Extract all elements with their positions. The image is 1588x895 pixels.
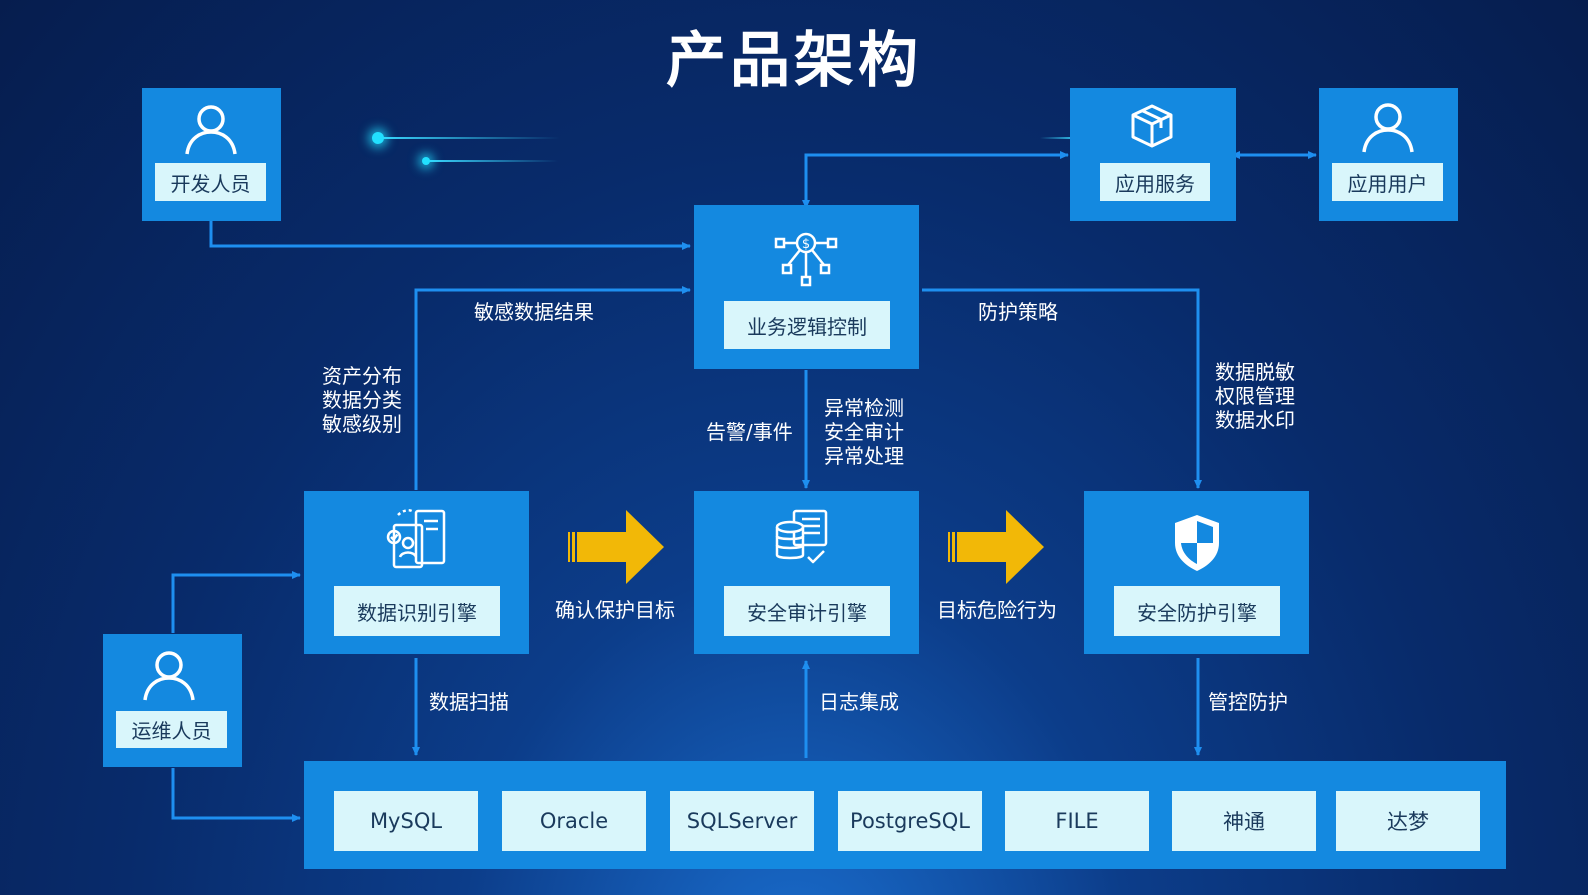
- arrow-right-icon: [948, 510, 1044, 584]
- edge-label-control-protect: 管控防护: [1208, 690, 1288, 714]
- app-user-box: 应用用户: [1319, 88, 1458, 221]
- edge-label-log-integration: 日志集成: [819, 690, 899, 714]
- edge-label-asset-line-1: 资产分布: [322, 364, 402, 388]
- shield-icon: [1175, 515, 1219, 571]
- document-scan-icon: [386, 508, 446, 569]
- db-oracle: Oracle: [502, 791, 646, 851]
- user-icon: [143, 651, 195, 701]
- edge-label-data-scan: 数据扫描: [429, 690, 509, 714]
- data-recognition-box: 数据识别引擎: [304, 491, 529, 654]
- user-icon: [1362, 103, 1414, 153]
- db-postgresql: PostgreSQL: [838, 791, 982, 851]
- security-audit-box: 安全审计引擎: [694, 491, 919, 654]
- page-title: 产品架构: [666, 26, 922, 96]
- edge-label-protection-policy: 防护策略: [978, 300, 1058, 324]
- database-check-icon: [775, 509, 828, 564]
- edge-developer-to-logic: [209, 221, 691, 250]
- edge-ops-to-recognition: [171, 571, 301, 633]
- database-panel: MySQL Oracle SQLServer PostgreSQL FILE 神…: [304, 761, 1506, 869]
- app-service-label: 应用服务: [1100, 163, 1210, 201]
- decorative-glow-line-3: [1040, 137, 1080, 139]
- db-mysql: MySQL: [334, 791, 478, 851]
- business-logic-label: 业务逻辑控制: [724, 301, 890, 349]
- security-protection-box: 安全防护引擎: [1084, 491, 1309, 654]
- svg-text:$: $: [802, 237, 810, 252]
- security-audit-label: 安全审计引擎: [724, 586, 890, 636]
- developer-label: 开发人员: [155, 163, 266, 201]
- db-shentong: 神通: [1172, 791, 1316, 851]
- edge-label-confirm-target: 确认保护目标: [555, 598, 675, 622]
- user-icon: [185, 105, 237, 155]
- db-dameng: 达梦: [1336, 791, 1480, 851]
- ops-label: 运维人员: [116, 711, 227, 748]
- business-logic-box: $ 业务逻辑控制: [694, 205, 919, 369]
- edge-label-audit-line-1: 异常检测: [824, 396, 904, 420]
- cube-icon: [1131, 104, 1173, 148]
- network-dollar-icon: $: [774, 232, 838, 287]
- developer-box: 开发人员: [142, 88, 281, 221]
- decorative-glow-line-1: [380, 137, 560, 139]
- edge-label-audit-line-3: 异常处理: [824, 444, 904, 468]
- edge-label-sensitive-result: 敏感数据结果: [474, 300, 594, 324]
- app-user-label: 应用用户: [1332, 163, 1443, 201]
- db-file: FILE: [1005, 791, 1149, 851]
- decorative-glow-dot-1: [372, 132, 384, 144]
- edge-label-protect-line-1: 数据脱敏: [1215, 360, 1295, 384]
- edge-label-asset-line-2: 数据分类: [322, 388, 402, 412]
- edge-label-alarm-event: 告警/事件: [706, 420, 793, 444]
- decorative-glow-line-2: [428, 160, 558, 162]
- data-recognition-label: 数据识别引擎: [334, 586, 500, 636]
- edge-label-protect-line-2: 权限管理: [1215, 384, 1295, 408]
- db-sqlserver: SQLServer: [670, 791, 814, 851]
- arrow-right-icon: [568, 510, 664, 584]
- edge-label-target-risk: 目标危险行为: [937, 598, 1057, 622]
- edge-label-audit-line-2: 安全审计: [824, 420, 904, 444]
- edge-label-asset-line-3: 敏感级别: [322, 412, 402, 436]
- edge-ops-to-db: [171, 768, 301, 822]
- edge-recognition-to-logic: [414, 286, 691, 490]
- edge-logic-app-service: [802, 151, 1069, 209]
- app-service-box: 应用服务: [1070, 88, 1236, 221]
- ops-box: 运维人员: [103, 634, 242, 767]
- edge-label-protect-line-3: 数据水印: [1215, 408, 1295, 432]
- security-protection-label: 安全防护引擎: [1114, 586, 1280, 636]
- decorative-glow-dot-2: [422, 157, 430, 165]
- edge-logic-to-protection: [922, 288, 1202, 489]
